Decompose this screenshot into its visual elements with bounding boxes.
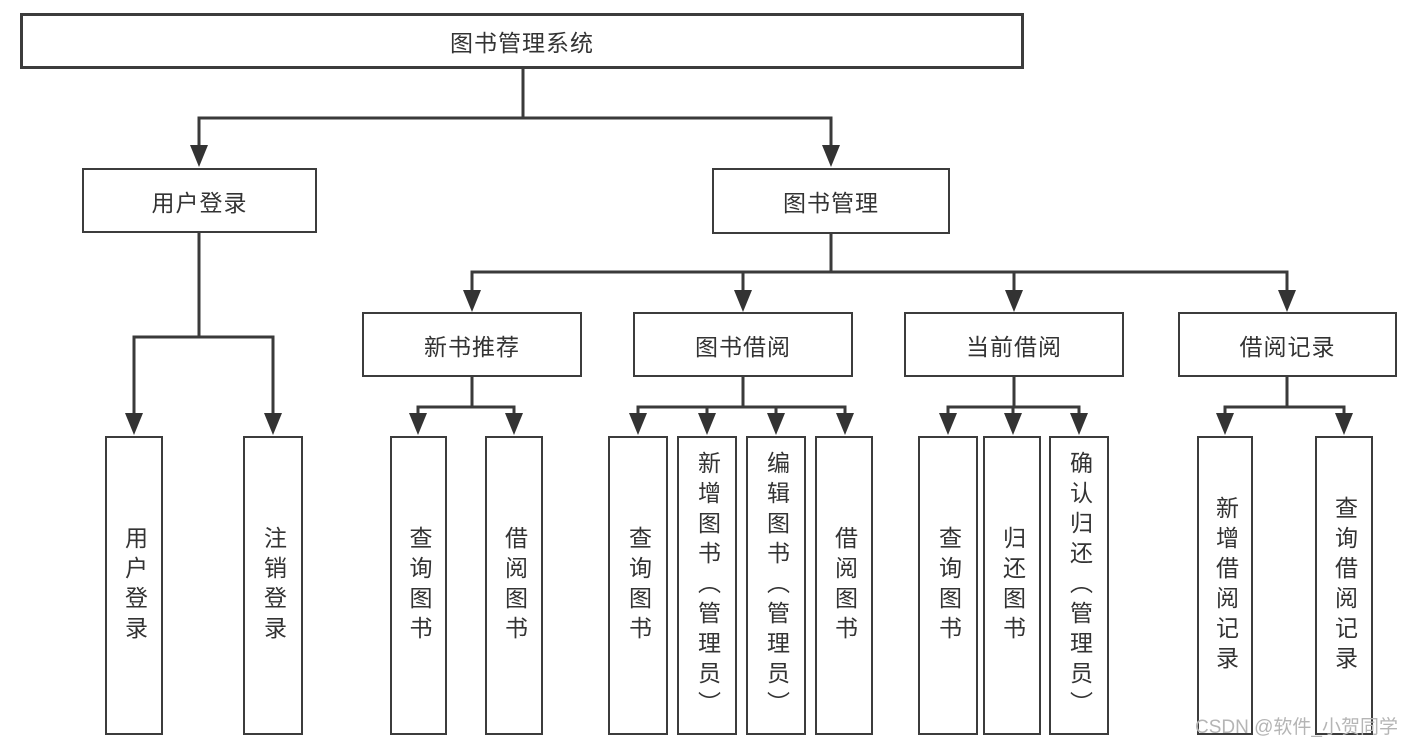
leaf-logout: 注销登录 [243,436,303,735]
node-borrow-records: 借阅记录 [1178,312,1397,377]
leaf-nb-query-books: 查询图书 [390,436,447,735]
node-new-books: 新书推荐 [362,312,582,377]
arrowhead-nb2 [505,413,523,435]
node-current-borrow: 当前借阅 [904,312,1124,377]
node-root-system: 图书管理系统 [20,13,1024,69]
arrowhead-bb2 [698,413,716,435]
leaf-bb-borrow-books: 借阅图书 [815,436,873,735]
node-book-mgmt: 图书管理 [712,168,950,234]
leaf-bb-add-books-admin-label: 新增图书（管理员） [694,450,721,721]
leaf-br-add-record-label: 新增借阅记录 [1212,495,1239,676]
leaf-bb-borrow-books-label: 借阅图书 [831,525,858,646]
arrowhead-cb3 [1070,413,1088,435]
leaf-cb-query-books: 查询图书 [918,436,978,735]
leaf-logout-label: 注销登录 [260,525,287,646]
leaf-cb-confirm-return-admin: 确认归还（管理员） [1049,436,1109,735]
leaf-cb-return-books: 归还图书 [983,436,1041,735]
arrowhead-borrowing [734,290,752,312]
leaf-nb-query-books-label: 查询图书 [406,525,432,646]
arrowhead-new-books [463,290,481,312]
arrowhead-bb1 [629,413,647,435]
arrowhead-book-mgmt [822,145,840,167]
leaf-bb-edit-books-admin-label: 编辑图书（管理员） [763,450,790,721]
arrowhead-user-login [190,145,208,167]
arrowhead-cb1 [939,413,957,435]
arrowhead-bb3 [767,413,785,435]
node-user-login-label: 用户登录 [151,189,248,216]
arrowhead-br1 [1216,413,1234,435]
leaf-bb-edit-books-admin: 编辑图书（管理员） [746,436,806,735]
arrowhead-br2 [1335,413,1353,435]
leaf-cb-return-books-label: 归还图书 [999,525,1026,646]
arrowhead-logout-leaf [264,413,282,435]
node-root-label: 图书管理系统 [450,30,594,56]
node-book-mgmt-label: 图书管理 [783,190,879,216]
node-borrowing-label: 图书借阅 [695,333,791,360]
arrowhead-nb1 [409,413,427,435]
arrowhead-records [1278,290,1296,312]
leaf-user-login: 用户登录 [105,436,163,735]
node-borrowing: 图书借阅 [633,312,853,377]
leaf-nb-borrow-books: 借阅图书 [485,436,543,735]
leaf-bb-query-books-label: 查询图书 [625,525,652,646]
node-borrow-records-label: 借阅记录 [1239,333,1336,360]
node-new-books-label: 新书推荐 [424,333,520,360]
arrowhead-current [1005,290,1023,312]
leaf-br-add-record: 新增借阅记录 [1197,436,1253,735]
arrowhead-bb4 [836,413,854,435]
leaf-br-query-record: 查询借阅记录 [1315,436,1373,735]
leaf-nb-borrow-books-label: 借阅图书 [501,525,528,646]
arrowhead-login-leaf [125,413,143,435]
arrowhead-cb2 [1004,413,1022,435]
leaf-cb-query-books-label: 查询图书 [935,525,962,646]
leaf-bb-query-books: 查询图书 [608,436,668,735]
leaf-br-query-record-label: 查询借阅记录 [1331,495,1358,676]
leaf-bb-add-books-admin: 新增图书（管理员） [677,436,737,735]
leaf-user-login-label: 用户登录 [121,525,148,646]
node-user-login: 用户登录 [82,168,317,233]
leaf-cb-confirm-return-admin-label: 确认归还（管理员） [1066,450,1093,721]
node-current-borrow-label: 当前借阅 [966,333,1062,360]
csdn-watermark: CSDN @软件_小贺同学 [1195,717,1398,738]
